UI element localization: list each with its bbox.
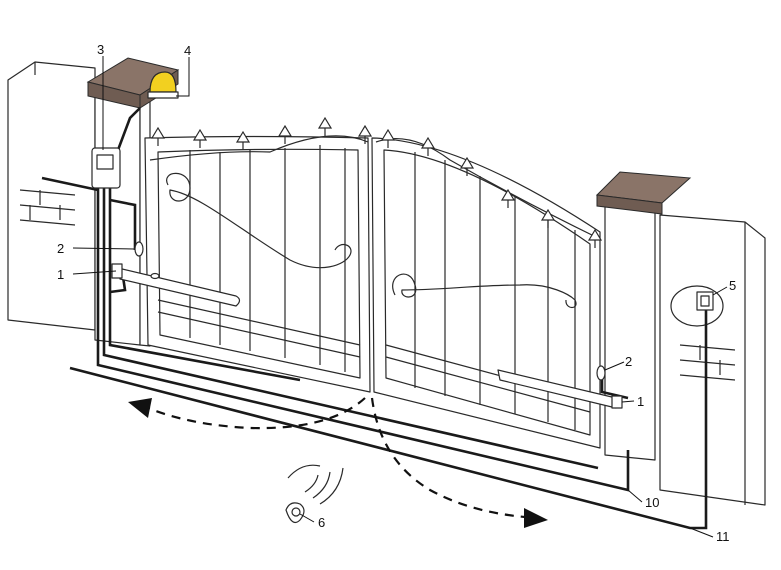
gate-spike [459, 156, 475, 176]
photocell-left [134, 241, 144, 257]
wiring [41, 107, 708, 530]
callout-label-10: 10 [645, 495, 659, 510]
left-wall [7, 61, 96, 331]
callout-label-2-right: 2 [625, 354, 632, 369]
callout-label-6: 6 [318, 515, 325, 530]
callout-leaders [72, 56, 728, 538]
gate-spike [192, 128, 208, 148]
remote-transmitter [285, 464, 344, 523]
actuator-left [111, 263, 241, 307]
gate-spike [150, 126, 166, 146]
callout-label-1-left: 1 [57, 267, 64, 282]
callout-label-1-right: 1 [637, 394, 644, 409]
gate-spike [420, 136, 436, 156]
callout-label-11: 11 [716, 529, 730, 544]
gate-spike [357, 124, 373, 144]
flashing-lamp [147, 71, 179, 99]
gate-spike [317, 116, 333, 136]
actuator-right [497, 369, 623, 409]
gate-spike [380, 128, 396, 148]
control-unit [91, 147, 121, 189]
gate-spike [587, 228, 603, 248]
opening-arrows [128, 397, 548, 528]
gate-spike [540, 208, 556, 228]
gate-spike [277, 124, 293, 144]
gate-leaves [144, 135, 601, 449]
gate-spikes [150, 116, 603, 248]
key-switch [696, 291, 714, 311]
photocell-right [596, 365, 606, 381]
gate-spike [500, 188, 516, 208]
callout-label-4: 4 [184, 43, 191, 58]
callout-label-3: 3 [97, 42, 104, 57]
right-wall [659, 214, 766, 506]
callout-labels: 1 1 2 2 3 4 5 6 10 11 [57, 42, 736, 544]
callout-label-2-left: 2 [57, 241, 64, 256]
gate-spike [235, 130, 251, 150]
callout-label-5: 5 [729, 278, 736, 293]
